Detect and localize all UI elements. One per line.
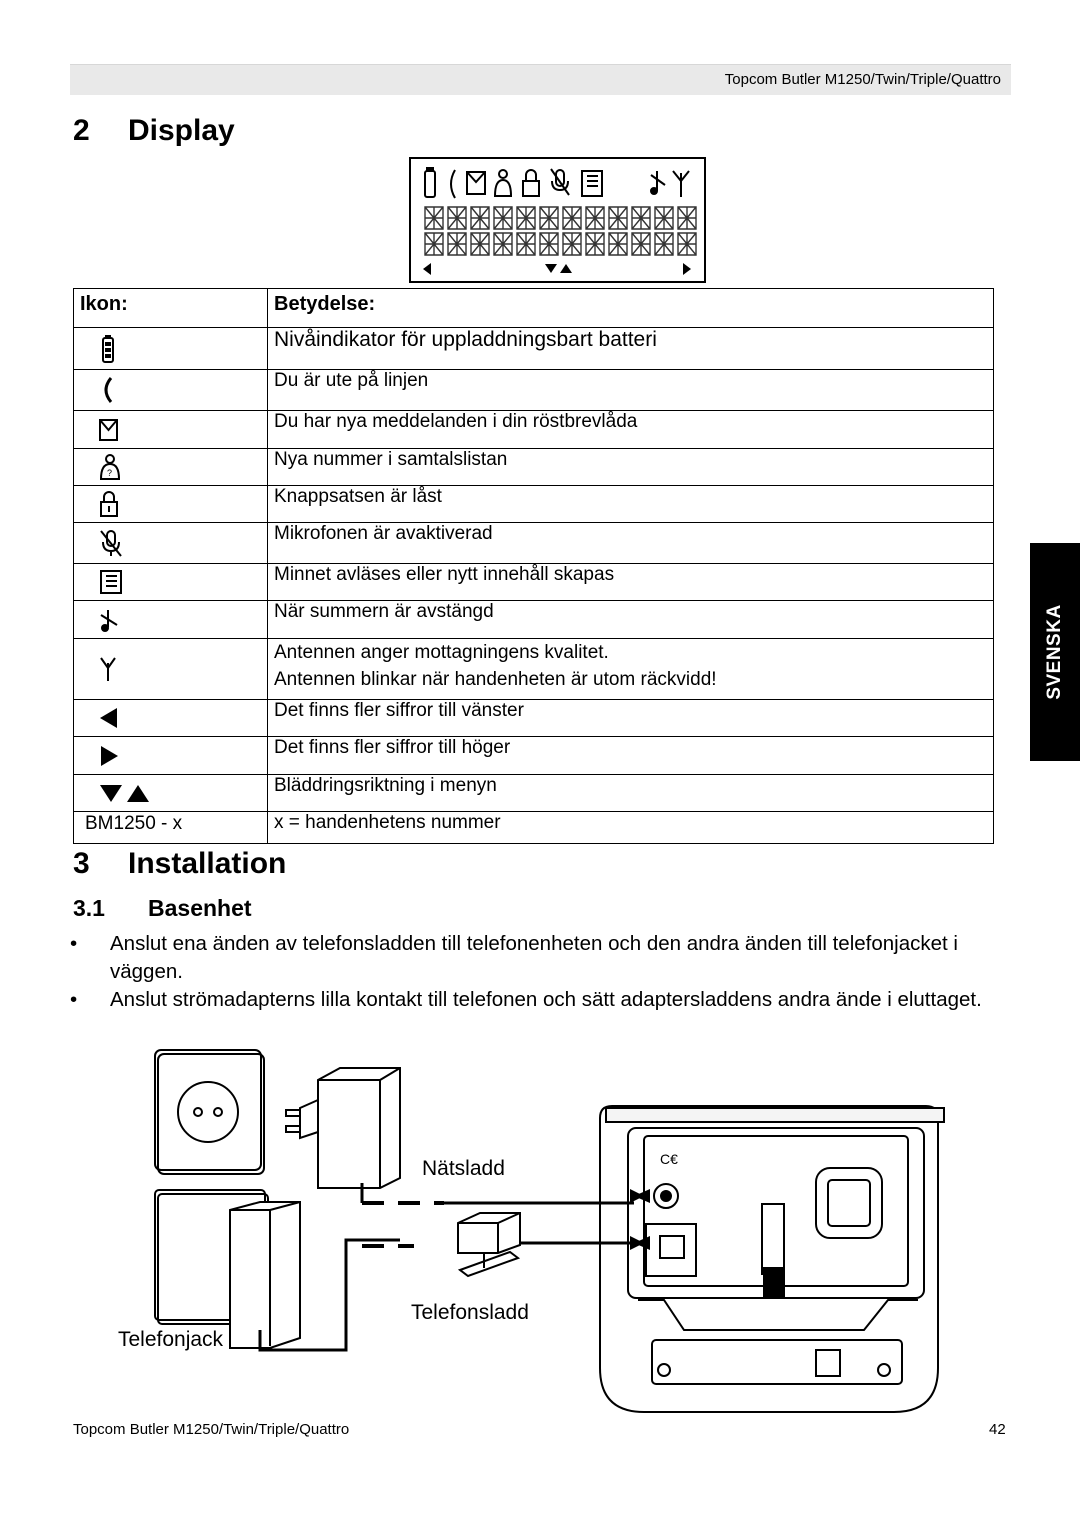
lcd-segment-cell	[539, 206, 559, 230]
table-cell-text-line2: Antennen blinkar när handenheten är utom…	[274, 669, 717, 690]
svg-text:?: ?	[107, 468, 112, 478]
phonebook-icon	[74, 564, 267, 600]
table-cell-text: Nivåindikator för uppladdningsbart batte…	[274, 328, 657, 351]
table-row: När summern är avstängd	[73, 600, 994, 639]
lcd-segment-cell	[424, 206, 444, 230]
scroll-arrows-icon	[74, 775, 267, 811]
table-row: Knappsatsen är låst	[73, 485, 994, 523]
table-row: Du är ute på linjen	[73, 369, 994, 411]
arrow-right-icon	[74, 737, 267, 774]
lcd-segment-cell	[470, 232, 490, 256]
section-title: Display	[128, 114, 235, 147]
list-item: • Anslut ena änden av telefonsladden til…	[70, 930, 1010, 986]
running-header: Topcom Butler M1250/Twin/Triple/Quattro	[70, 64, 1011, 95]
battery-icon	[74, 328, 267, 369]
power-cord-label: Nätsladd	[422, 1157, 505, 1180]
mic-muted-icon	[74, 523, 267, 563]
lcd-segment-cell	[677, 232, 697, 256]
column-header-meaning: Betydelse:	[267, 288, 994, 328]
section-title: Installation	[128, 847, 287, 880]
lcd-segment-cell	[608, 206, 628, 230]
footer-title: Topcom Butler M1250/Twin/Triple/Quattro	[73, 1421, 350, 1438]
lcd-segment-cell	[654, 232, 674, 256]
table-cell-text: Det finns fler siffror till vänster	[274, 700, 524, 721]
lcd-segment-cell	[562, 206, 582, 230]
table-row: Nivåindikator för uppladdningsbart batte…	[73, 327, 994, 370]
table-cell-text: Det finns fler siffror till höger	[274, 737, 511, 758]
antenna-icon	[74, 639, 267, 699]
lcd-segment-cell	[493, 232, 513, 256]
svg-text:C€: C€	[660, 1151, 678, 1167]
section-number: 2	[73, 114, 90, 147]
list-item-text: Anslut strömadapterns lilla kontakt till…	[110, 988, 982, 1011]
lcd-segment-cell	[677, 206, 697, 230]
installation-illustration: C€	[154, 1049, 945, 1413]
lock-icon	[74, 486, 267, 522]
envelope-icon	[74, 411, 267, 448]
table-cell-text: x = handenhetens nummer	[274, 812, 501, 833]
column-header-icon: Ikon:	[73, 288, 268, 328]
list-item: • Anslut strömadapterns lilla kontakt ti…	[70, 986, 1010, 1014]
table-row: Mikrofonen är avaktiverad	[73, 522, 994, 564]
lcd-segment-cell	[447, 206, 467, 230]
table-row: BM1250 - x x = handenhetens nummer	[73, 811, 994, 844]
lcd-segment-cell	[608, 232, 628, 256]
arrow-left-icon	[74, 700, 267, 736]
bullet-marker: •	[70, 988, 78, 1011]
table-row: Det finns fler siffror till vänster	[73, 699, 994, 737]
table-cell-text: Du har nya meddelanden i din röstbrevlåd…	[274, 411, 638, 432]
table-cell-text: Antennen anger mottagningens kvalitet.	[274, 642, 609, 663]
phone-jack-label: Telefonjack	[118, 1328, 224, 1351]
running-title: Topcom Butler M1250/Twin/Triple/Quattro	[724, 71, 1001, 88]
caller-id-icon: ?	[74, 449, 267, 485]
lcd-segment-cell	[447, 232, 467, 256]
table-row: Du har nya meddelanden i din röstbrevlåd…	[73, 410, 994, 449]
handset-name-label: BM1250 - x	[85, 813, 183, 834]
list-item-text: Anslut ena änden av telefonsladden till …	[110, 932, 958, 983]
table-row: ? Nya nummer i samtalslistan	[73, 448, 994, 486]
lcd-segment-cell	[516, 232, 536, 256]
table-cell-text: Bläddringsriktning i menyn	[274, 775, 497, 796]
lcd-segment-cell	[585, 206, 605, 230]
table-cell-text: Nya nummer i samtalslistan	[274, 449, 508, 470]
lcd-segment-cell	[516, 206, 536, 230]
section-number: 3	[73, 847, 90, 880]
table-row: Bläddringsriktning i menyn	[73, 774, 994, 812]
table-cell-text: Minnet avläses eller nytt innehåll skapa…	[274, 564, 615, 585]
table-cell-text: Du är ute på linjen	[274, 370, 429, 391]
handset-icon	[74, 370, 267, 410]
ringer-off-icon	[74, 601, 267, 638]
lcd-segment-cell	[654, 206, 674, 230]
language-tab-label: SVENSKA	[1044, 604, 1065, 700]
lcd-segment-cell	[631, 232, 651, 256]
table-row: Det finns fler siffror till höger	[73, 736, 994, 775]
page-number: 42	[989, 1421, 1006, 1438]
table-row: Minnet avläses eller nytt innehåll skapa…	[73, 563, 994, 601]
section-title: Basenhet	[148, 895, 252, 921]
lcd-segment-cell	[539, 232, 559, 256]
table-row: Antennen anger mottagningens kvalitet. A…	[73, 638, 994, 700]
bullet-marker: •	[70, 932, 78, 955]
table-cell-text: Knappsatsen är låst	[274, 486, 442, 507]
table-cell-text: När summern är avstängd	[274, 601, 494, 622]
lcd-segment-cell	[424, 232, 444, 256]
lcd-segment-cell	[470, 206, 490, 230]
table-cell-text: Mikrofonen är avaktiverad	[274, 523, 493, 544]
lcd-segment-cell	[631, 206, 651, 230]
phone-cord-label: Telefonsladd	[411, 1301, 529, 1324]
lcd-segment-cell	[585, 232, 605, 256]
language-tab: SVENSKA	[1030, 543, 1080, 761]
lcd-segment-cell	[562, 232, 582, 256]
instruction-list: • Anslut ena änden av telefonsladden til…	[70, 930, 1010, 1014]
table-header-row: Ikon: Betydelse:	[73, 288, 994, 328]
icon-meaning-table: Ikon: Betydelse: Nivåindikator för uppla…	[73, 288, 994, 844]
lcd-segment-cell	[493, 206, 513, 230]
section-number: 3.1	[73, 895, 105, 921]
lcd-display-illustration	[409, 157, 706, 283]
